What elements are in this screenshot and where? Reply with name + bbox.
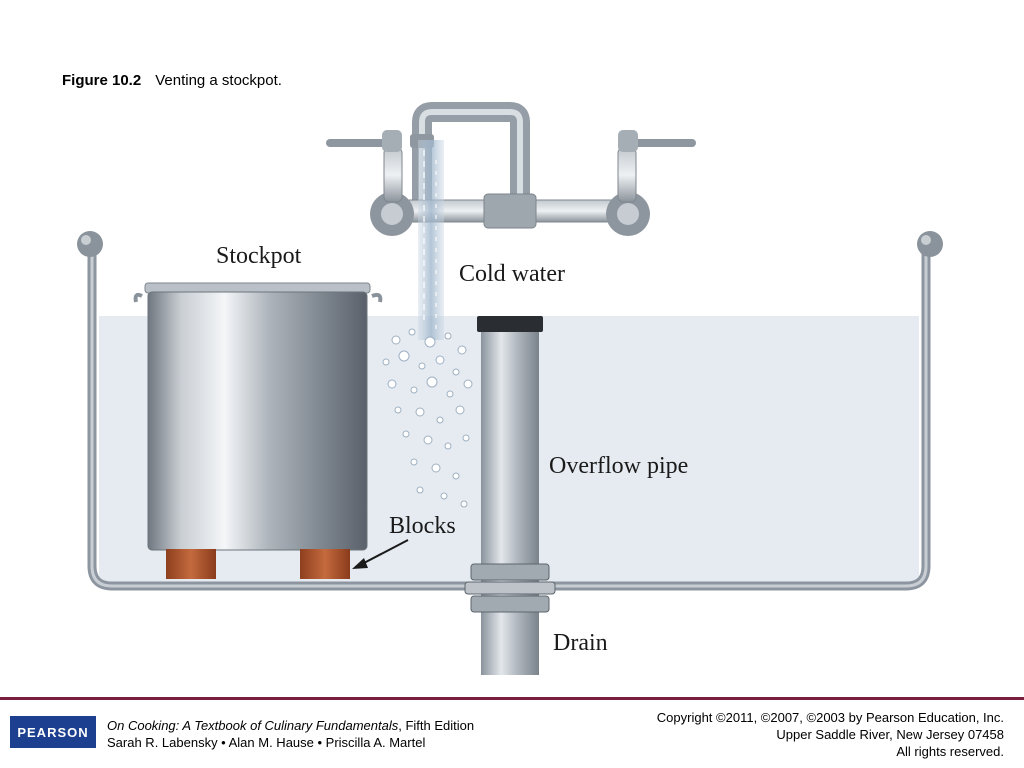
cold-water-stream (418, 140, 444, 340)
pearson-logo: PEARSON (10, 716, 96, 748)
block-right (300, 549, 350, 579)
label-cold-water: Cold water (459, 261, 565, 287)
footer-divider (0, 697, 1024, 700)
figure-number: Figure 10.2 (62, 72, 142, 89)
book-title: On Cooking: A Textbook of Culinary Funda… (107, 718, 399, 733)
footer-book-info: On Cooking: A Textbook of Culinary Funda… (107, 717, 474, 751)
copyright-line: Copyright ©2011, ©2007, ©2003 by Pearson… (656, 710, 1004, 725)
rights-line: All rights reserved. (896, 744, 1004, 759)
sink-rim-knob-right (917, 231, 943, 257)
footer-copyright: Copyright ©2011, ©2007, ©2003 by Pearson… (657, 709, 1004, 760)
publisher-address: Upper Saddle River, New Jersey 07458 (776, 727, 1004, 742)
bubbles (382, 328, 473, 508)
book-authors: Sarah R. Labensky • Alan M. Hause • Pris… (107, 735, 426, 750)
stockpot (133, 282, 383, 551)
stockpot-venting-diagram: Stockpot Cold water Overflow pipe Blocks… (77, 102, 943, 675)
label-overflow-pipe: Overflow pipe (549, 453, 688, 479)
figure-caption: Venting a stockpot. (155, 72, 282, 89)
sink-rim-knob-left (77, 231, 103, 257)
label-drain: Drain (553, 630, 608, 656)
book-edition: , Fifth Edition (398, 718, 475, 733)
block-left (166, 549, 216, 579)
pearson-logo-text: PEARSON (17, 724, 89, 740)
label-stockpot: Stockpot (216, 243, 302, 269)
label-blocks: Blocks (389, 513, 456, 539)
overflow-pipe (464, 316, 556, 675)
figure-title: Figure 10.2 Venting a stockpot. (62, 72, 282, 89)
faucet (326, 102, 696, 236)
blocks-arrow (361, 539, 409, 565)
